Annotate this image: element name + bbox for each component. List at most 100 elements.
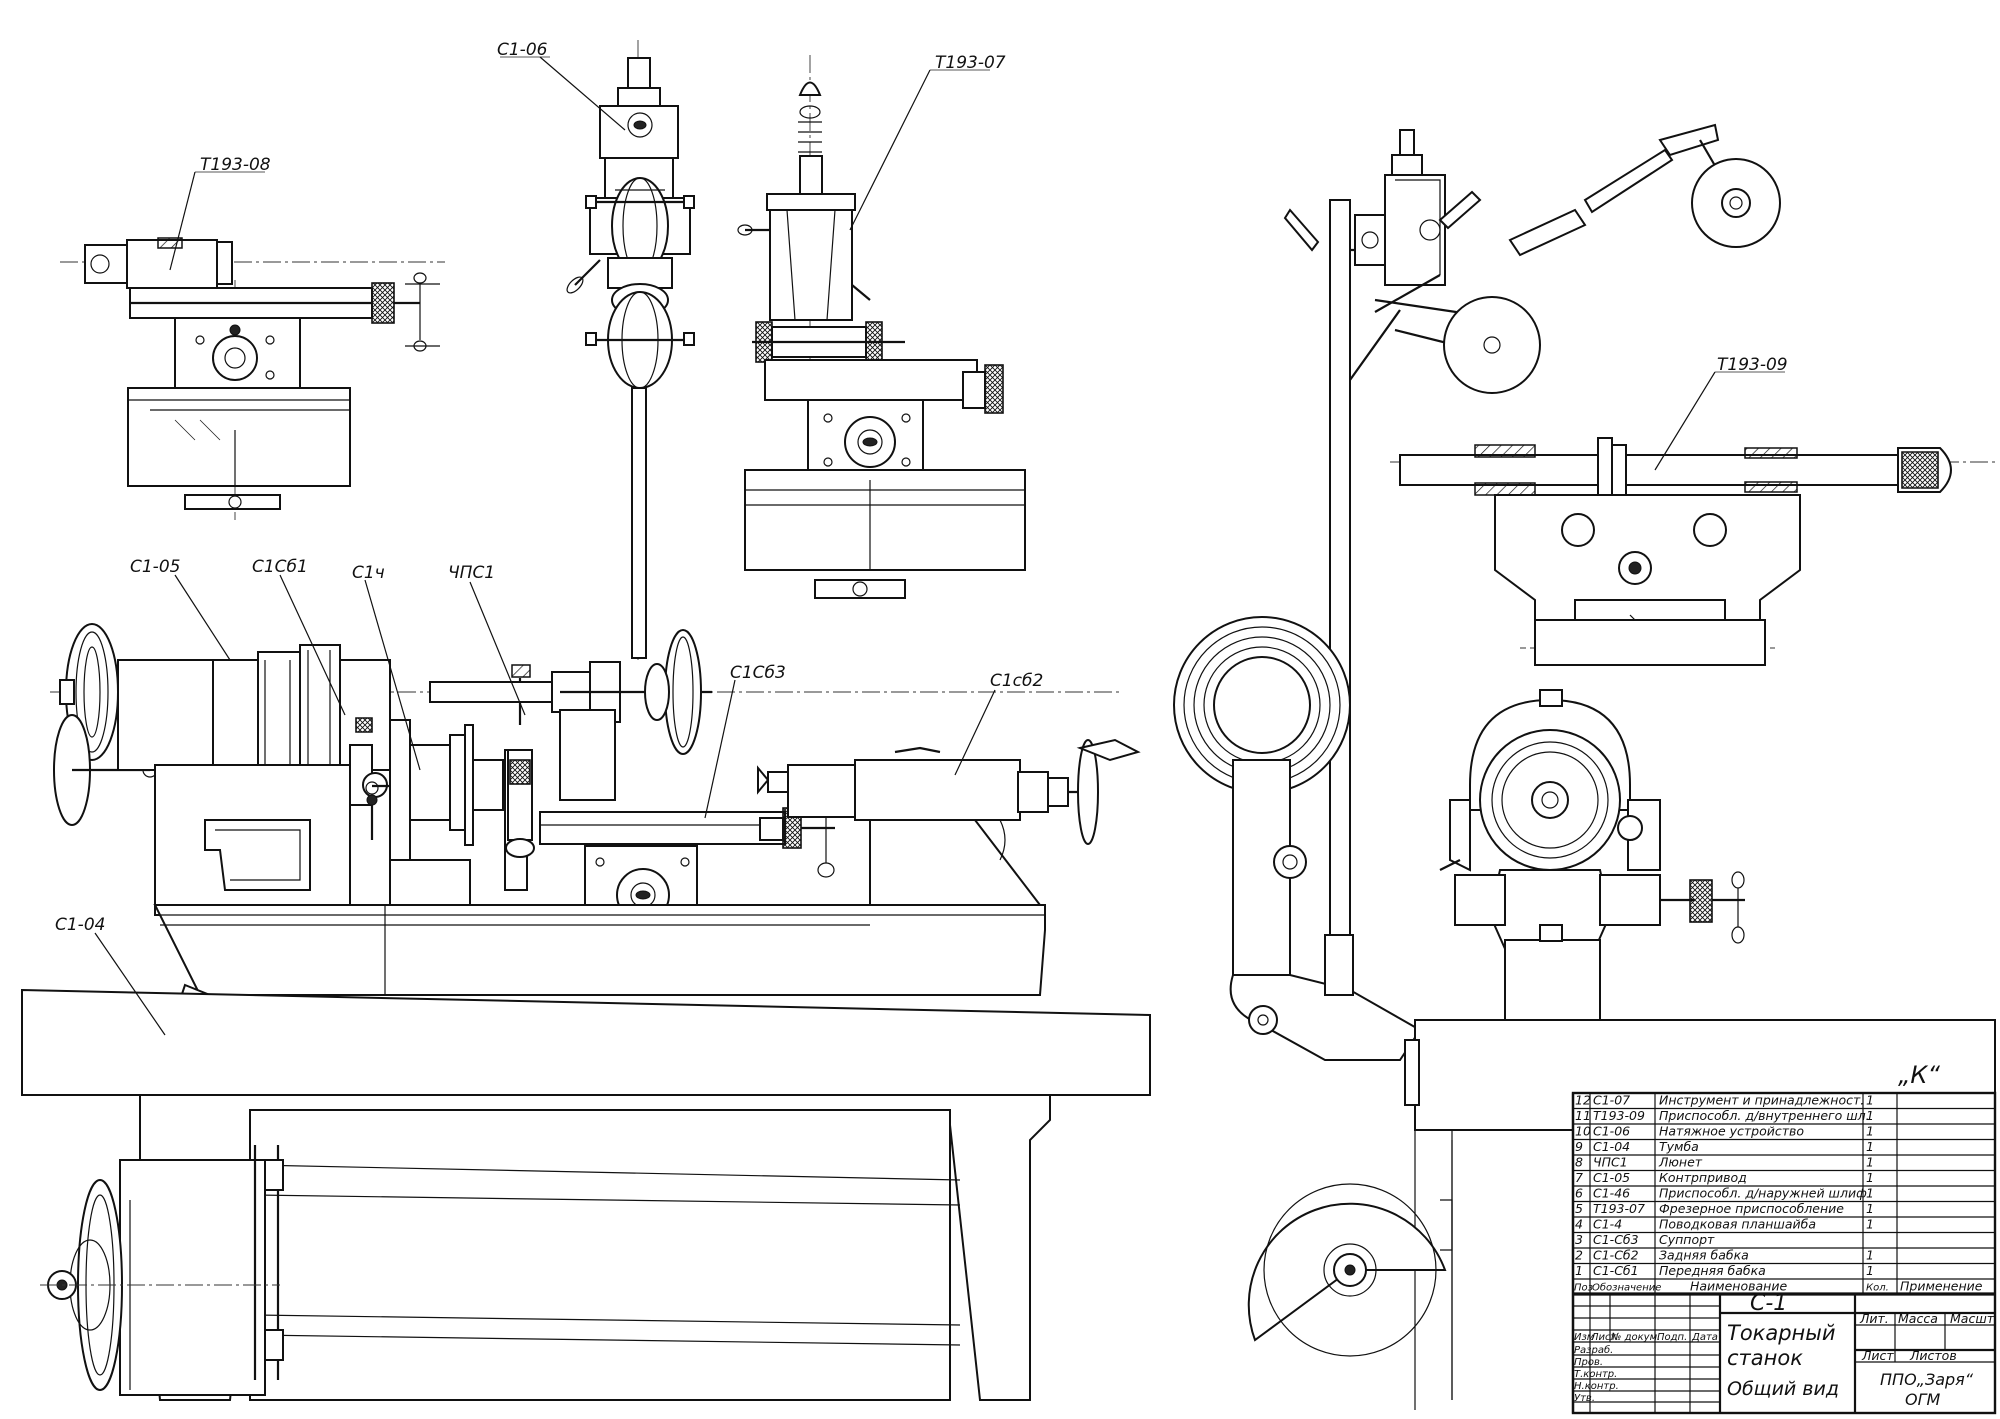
role-checker: Пров. [1574,1357,1603,1368]
parts-cell-name: Контрпривод [1659,1170,1747,1185]
parts-cell-name: Люнет [1658,1155,1703,1170]
mass-label: Масса [1898,1311,1938,1326]
parts-cell-qty: 1 [1866,1108,1874,1123]
parts-cell-pos: 12 [1575,1093,1591,1108]
label-t193-09: Т193-09 [1717,355,1788,375]
pulley-icon [644,629,702,755]
org-line-1: ППО„Заря“ [1880,1370,1974,1389]
sheets-label: Листов [1909,1348,1957,1363]
label-c1cb1: С1Сб1 [252,557,308,577]
lathe-main-view [50,623,1141,1001]
parts-cell-designation: Т193-07 [1593,1201,1645,1216]
label-chps1: ЧПС1 [448,563,495,583]
scale-label: Масшт [1950,1311,1995,1326]
grinding-wheel-icon [1247,1183,1447,1357]
parts-cell-designation: С1-46 [1593,1186,1630,1201]
title-block: Изм Лист № докум. Подп. Дата Разраб. Про… [1573,1291,1995,1413]
parts-cell-qty: 1 [1866,1155,1874,1170]
parts-cell-pos: 2 [1575,1248,1583,1263]
change-header-izm: Изм [1574,1332,1595,1343]
parts-cell-name: Суппорт [1659,1232,1715,1247]
t193-08-assembly [60,237,445,520]
handwheel-icon [1689,871,1745,944]
parts-header-note: Применение [1900,1279,1983,1294]
parts-cell-pos: 7 [1575,1170,1583,1185]
role-approved: Утв. [1574,1393,1595,1404]
leader-lines [94,56,1785,1036]
label-c1-05: С1-05 [130,557,180,577]
parts-cell-pos: 3 [1575,1232,1583,1247]
parts-cell-qty: 1 [1866,1093,1874,1108]
parts-header-pos: Поз [1574,1283,1593,1294]
label-c1cb3: С1Сб3 [730,663,786,683]
t193-07-milling-attachment [737,55,1026,599]
grinding-wheel-icon [1443,296,1541,394]
change-header-date: Дата [1691,1332,1718,1343]
grinding-wheel-icon [1691,158,1781,248]
role-developer: Разраб. [1574,1344,1613,1356]
parts-cell-qty: 1 [1866,1186,1874,1201]
parts-cell-designation: С1-07 [1593,1093,1630,1108]
parts-cell-pos: 5 [1575,1201,1583,1216]
label-c14: С1ч [352,563,385,583]
parts-header-name: Наименование [1690,1279,1787,1294]
parts-cell-designation: С1-Сб2 [1593,1248,1639,1263]
parts-cell-designation: С1-04 [1593,1139,1630,1154]
c1-04-cabinet [21,988,1151,1401]
part-labels: С1-06 Т193-07 Т193-08 Т193-09 С1-05 С1Сб… [55,40,1940,1089]
title-line-3: Общий вид [1727,1378,1839,1400]
parts-cell-name: Тумба [1659,1139,1699,1154]
label-t193-07: Т193-07 [935,53,1006,73]
role-tech-control: Т.контр. [1574,1369,1617,1380]
parts-cell-name: Задняя бабка [1659,1248,1749,1263]
label-c1-06: С1-06 [497,40,548,60]
parts-cell-name: Фрезерное приспособление [1659,1201,1844,1216]
handwheel-icon [1076,738,1141,845]
parts-cell-qty: 1 [1866,1170,1874,1185]
parts-cell-designation: ЧПС1 [1593,1155,1628,1170]
parts-cell-name: Поводковая планшайба [1659,1217,1816,1232]
parts-cell-designation: С1-06 [1593,1124,1630,1139]
change-header-sign: Подп. [1657,1332,1687,1343]
parts-cell-name: Приспособл. д/внутреннего шл. [1659,1108,1870,1123]
parts-header-qty: Кол. [1866,1283,1889,1294]
label-t193-08: Т193-08 [200,155,271,175]
parts-cell-name: Передняя бабка [1659,1263,1766,1278]
parts-cell-designation: С1-Сб3 [1593,1232,1639,1247]
label-c1-04: С1-04 [55,915,105,935]
parts-cell-qty: 1 [1866,1139,1874,1154]
sheet-label: Лист [1861,1348,1894,1363]
parts-cell-pos: 8 [1575,1155,1583,1170]
parts-cell-pos: 10 [1575,1124,1591,1139]
role-norm-control: Н.контр. [1574,1381,1619,1392]
parts-cell-qty: 1 [1866,1248,1874,1263]
parts-cell-pos: 11 [1575,1108,1591,1123]
parts-cell-designation: С1-05 [1593,1170,1630,1185]
parts-cell-pos: 9 [1575,1139,1583,1154]
parts-cell-designation: Т193-09 [1593,1108,1645,1123]
lit-label: Лит. [1859,1311,1889,1326]
parts-cell-pos: 4 [1575,1217,1583,1232]
c1-06-tensioner [566,40,695,660]
label-view-k: „К“ [1898,1061,1940,1089]
change-header-doc: № докум. [1610,1332,1660,1343]
parts-cell-pos: 1 [1575,1263,1583,1278]
parts-cell-pos: 6 [1575,1186,1583,1201]
parts-cell-designation: С1-Сб1 [1593,1263,1639,1278]
parts-cell-designation: С1-4 [1593,1217,1622,1232]
parts-cell-qty: 1 [1866,1263,1874,1278]
parts-cell-qty: 1 [1866,1217,1874,1232]
parts-cell-name: Натяжное устройство [1659,1124,1804,1139]
parts-cell-qty: 1 [1866,1201,1874,1216]
drawing-code: С-1 [1750,1291,1787,1316]
title-line-2: станок [1727,1346,1803,1370]
parts-cell-name: Приспособл. д/наружней шлиф [1659,1186,1867,1201]
change-header-list: Лист [1590,1332,1618,1343]
parts-cell-name: Инструмент и принадлежност. [1659,1093,1864,1108]
parts-cell-qty: 1 [1866,1124,1874,1139]
parts-header-designation: Обозначение [1592,1282,1661,1294]
title-line-1: Токарный [1727,1321,1836,1345]
